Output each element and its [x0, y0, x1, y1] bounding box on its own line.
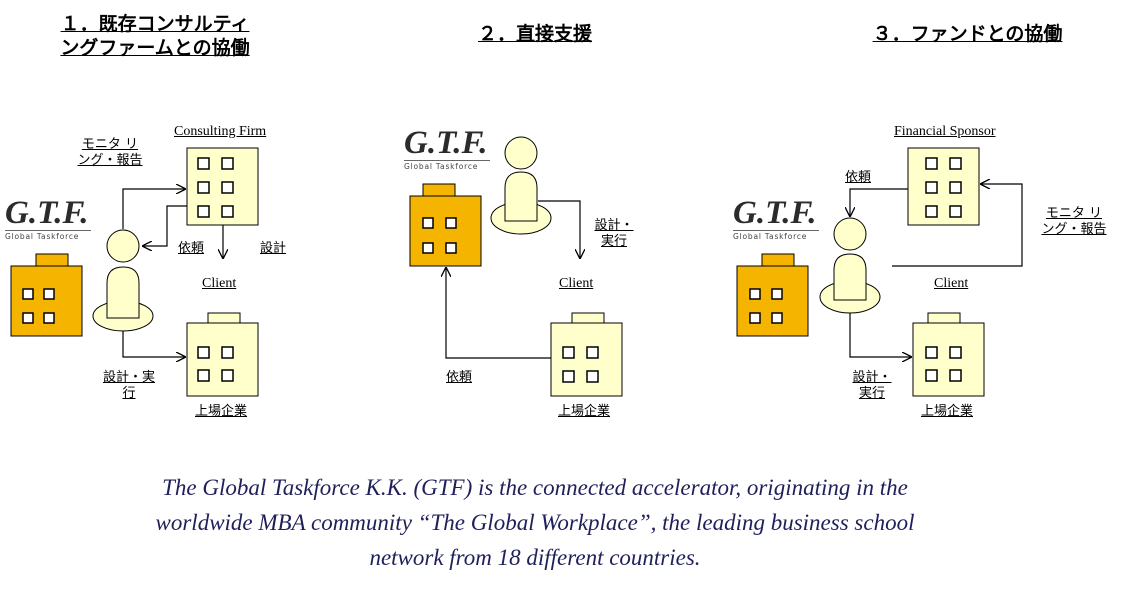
gtf-logo-3-main: G.T.F. [733, 195, 817, 231]
listed-company-building-2 [550, 312, 623, 397]
design-exec-label-3: 設計・ 実行 [848, 370, 896, 402]
listed-company-building-1 [186, 312, 259, 397]
financial-sponsor-label: Financial Sponsor [894, 124, 996, 139]
gtf-building-2 [409, 183, 482, 267]
design-exec-label-1-line1: 設計・実 [102, 370, 155, 385]
monitoring-arrow-1 [122, 189, 185, 229]
monitoring-label-1: モニタ リ ング・報告 [74, 137, 146, 169]
monitoring-label-1-line1: モニタ リ [81, 137, 139, 152]
person-1 [92, 229, 154, 332]
section-2-heading: ２．直接支援 [477, 23, 592, 45]
request-arrow-1 [143, 205, 187, 246]
listed-company-building-3 [912, 312, 985, 397]
gtf-logo-3-sub: Global Taskforce [733, 232, 808, 241]
person-2 [490, 136, 552, 235]
request-arrow-3 [850, 188, 908, 216]
consulting-firm-label: Consulting Firm [174, 124, 267, 139]
caption-line-1: The Global Taskforce K.K. (GTF) is the c… [162, 475, 908, 500]
listed-company-label-3: 上場企業 [921, 404, 974, 419]
panel-2 [409, 136, 623, 397]
gtf-logo-1: G.T.F. Global Taskforce [5, 195, 95, 241]
monitoring-arrow-3 [892, 184, 1023, 267]
section-1-heading-line2: ングファームとの協働 [60, 37, 250, 59]
monitoring-label-3-line1: モニタ リ [1045, 206, 1103, 221]
client-label-2: Client [559, 276, 594, 291]
design-exec-label-2-line2: 実行 [600, 234, 627, 249]
request-label-1: 依頼 [178, 241, 205, 256]
listed-company-label-1: 上場企業 [195, 404, 248, 419]
request-arrow-2 [446, 268, 551, 359]
monitoring-label-3: モニタ リ ング・報告 [1034, 206, 1114, 238]
gtf-logo-1-sub: Global Taskforce [5, 232, 80, 241]
caption: The Global Taskforce K.K. (GTF) is the c… [80, 470, 990, 575]
section-1-heading-line1: １．既存コンサルティ [60, 13, 250, 35]
section-3-heading: ３．ファンドとの協働 [872, 23, 1063, 45]
panel-3 [736, 147, 1023, 397]
design-label-1: 設計 [260, 241, 287, 256]
gtf-logo-3-rule [733, 230, 819, 231]
financial-sponsor-building [907, 147, 980, 226]
design-exec-arrow-2 [538, 200, 580, 258]
gtf-logo-1-main: G.T.F. [5, 195, 89, 231]
gtf-logo-2-rule [404, 160, 490, 161]
panel-1 [10, 147, 259, 397]
design-exec-arrow-3 [849, 313, 911, 357]
person-3 [819, 217, 881, 314]
gtf-logo-2-sub: Global Taskforce [404, 162, 479, 171]
listed-company-label-2: 上場企業 [558, 404, 611, 419]
gtf-logo-1-rule [5, 230, 91, 231]
design-exec-label-2: 設計・ 実行 [590, 218, 638, 250]
gtf-building-1 [10, 253, 83, 337]
section-1-heading: １．既存コンサルティ ングファームとの協働 [40, 12, 270, 60]
caption-line-3: network from 18 different countries. [369, 545, 701, 570]
gtf-building-3 [736, 253, 809, 337]
gtf-logo-3: G.T.F. Global Taskforce [733, 195, 823, 241]
gtf-logo-2: G.T.F. Global Taskforce [404, 125, 494, 171]
design-exec-label-2-line1: 設計・ [594, 218, 634, 233]
monitoring-label-3-line2: ング・報告 [1041, 222, 1107, 237]
consulting-firm-building [186, 147, 259, 226]
design-exec-arrow-1 [122, 331, 185, 357]
client-label-3: Client [934, 276, 969, 291]
monitoring-label-1-line2: ング・報告 [77, 153, 143, 168]
caption-line-2: worldwide MBA community “The Global Work… [155, 510, 915, 535]
gtf-logo-2-main: G.T.F. [404, 125, 488, 161]
request-label-3: 依頼 [845, 170, 872, 185]
design-exec-label-1-line2: 行 [122, 386, 136, 401]
request-label-2: 依頼 [446, 370, 473, 385]
client-label-1: Client [202, 276, 237, 291]
design-exec-label-3-line1: 設計・ [852, 370, 892, 385]
design-exec-label-1: 設計・実 行 [96, 370, 162, 402]
design-exec-label-3-line2: 実行 [858, 386, 885, 401]
